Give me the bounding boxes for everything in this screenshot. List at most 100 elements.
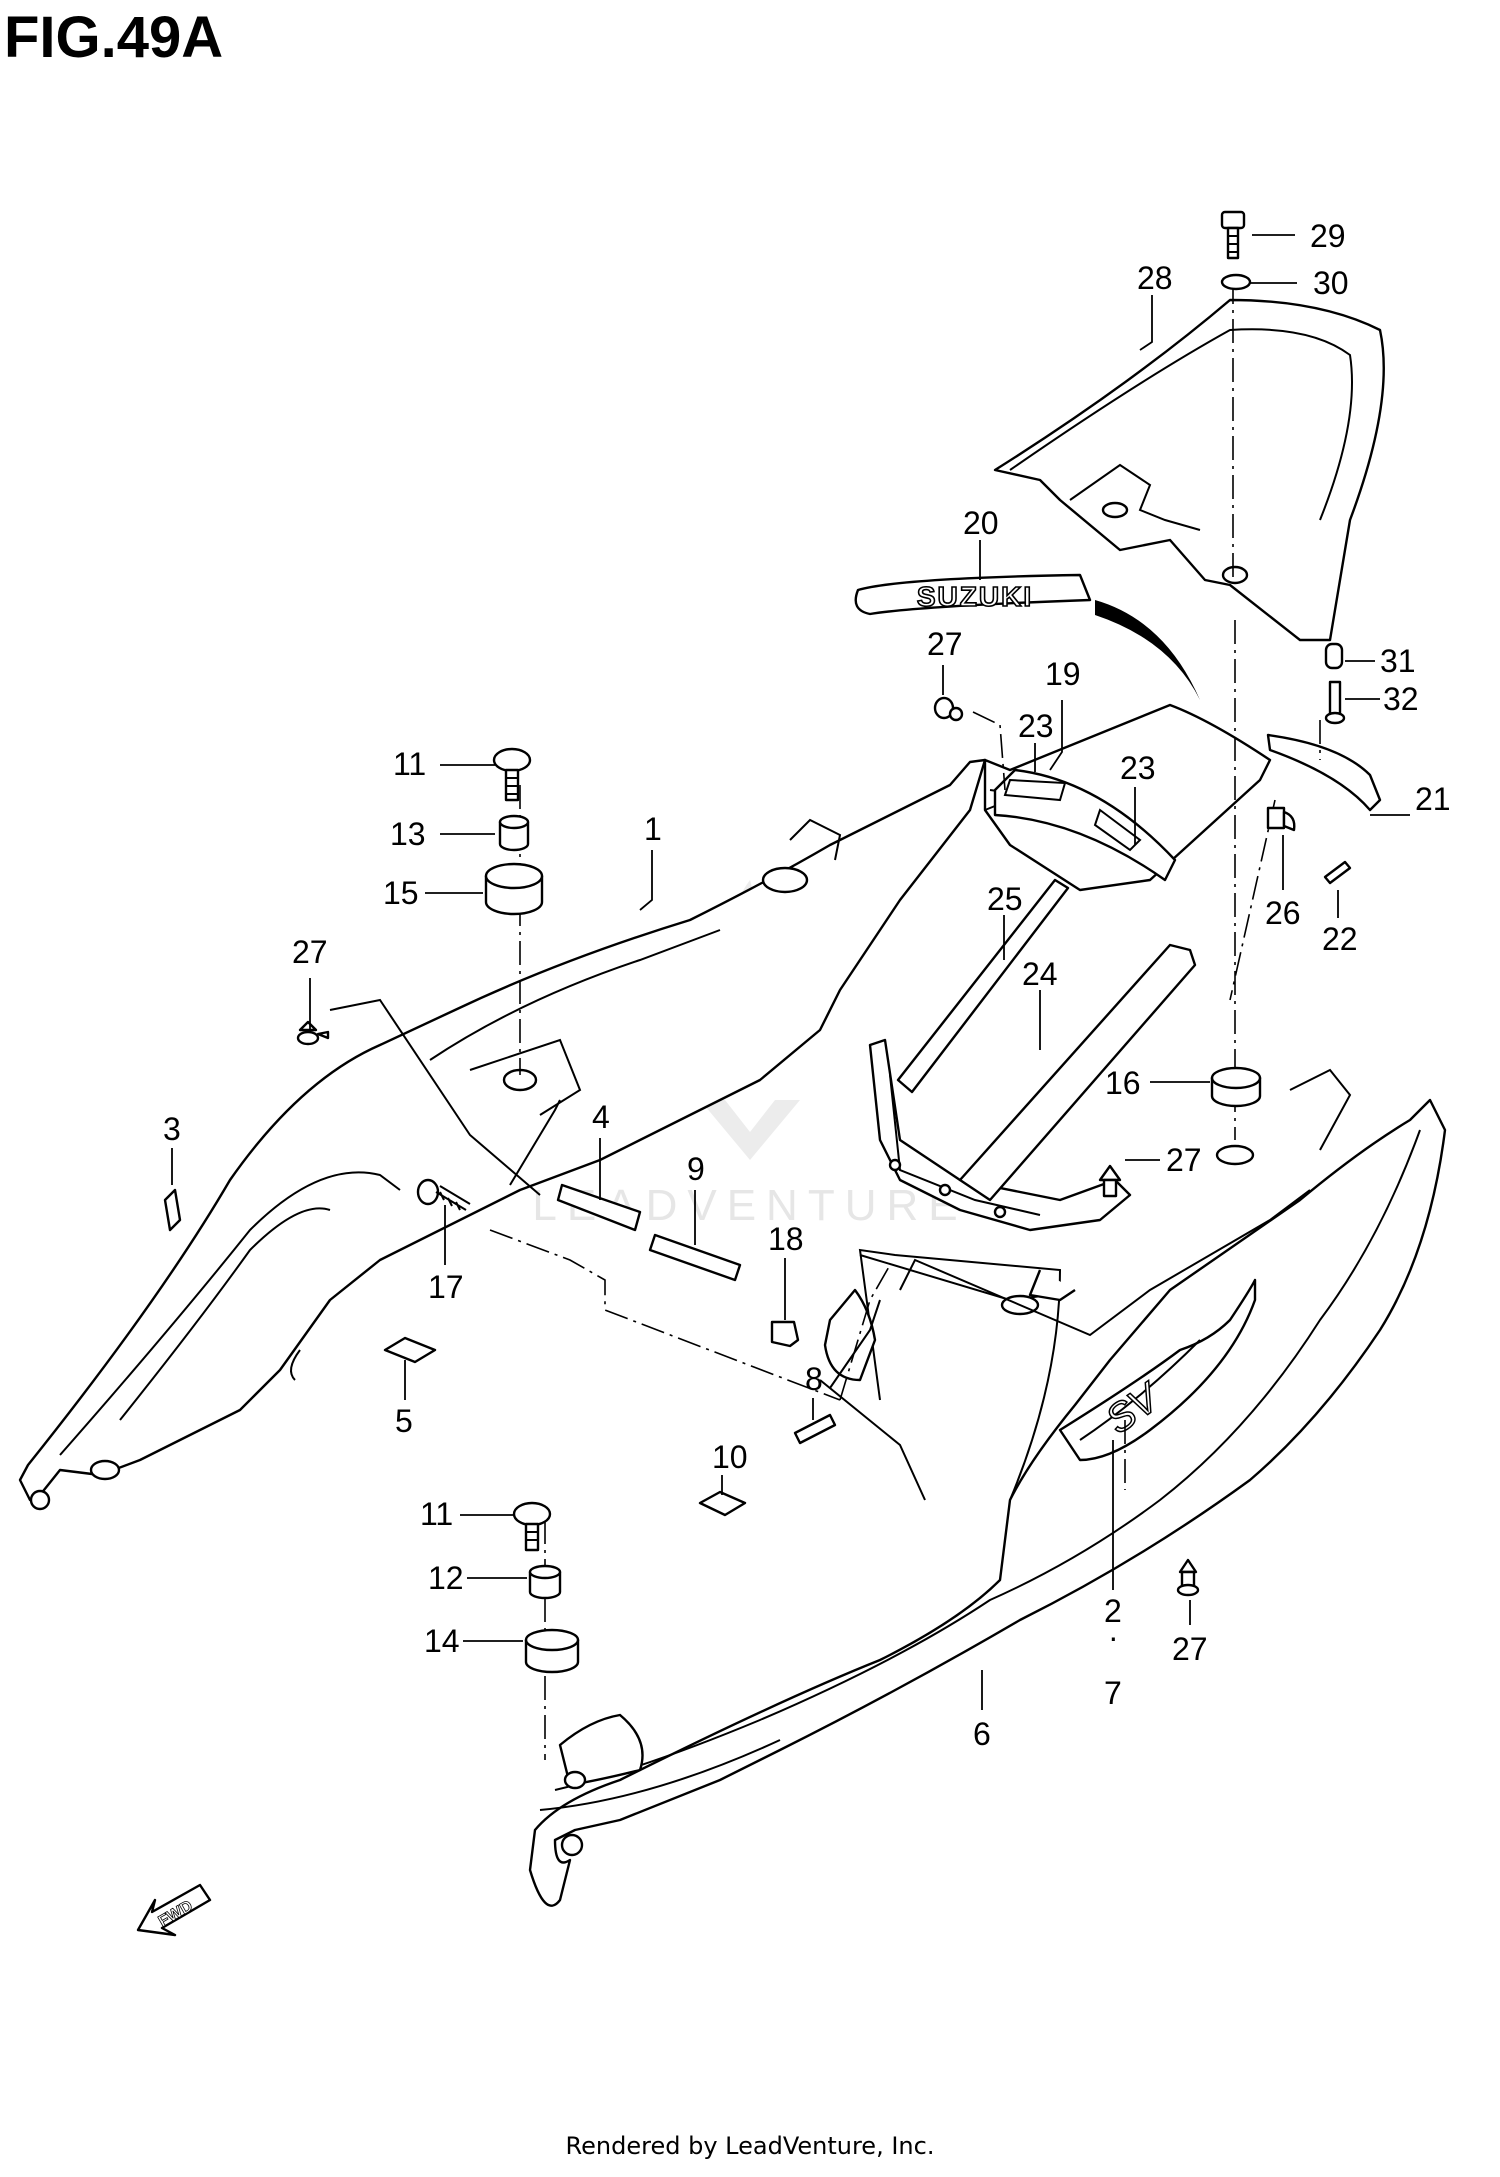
callout-1: 1 <box>644 811 662 847</box>
callout-32: 32 <box>1383 681 1419 717</box>
frame-hole-3 <box>993 1205 1007 1219</box>
right-cover-inner-panel <box>858 1248 1062 1501</box>
grommet-14-icon <box>524 1628 580 1674</box>
callout-27-bottom: 27 <box>1172 1631 1208 1667</box>
callout-4: 4 <box>592 1099 610 1135</box>
leader-1 <box>639 850 653 911</box>
align-line-27 <box>972 711 1006 791</box>
right-side-cover: SV <box>528 1068 1447 1907</box>
right-cover-tab <box>1028 1269 1076 1302</box>
collar-13-icon <box>498 814 530 852</box>
grommet-15-icon <box>484 862 544 916</box>
callout-26: 26 <box>1265 895 1301 931</box>
rear-tail-body <box>983 703 1272 892</box>
grab-handle-hole-2 <box>1101 501 1129 519</box>
screw-17-icon <box>416 1178 471 1211</box>
clip-27-right-icon <box>1098 1164 1122 1198</box>
grab-handle-rib <box>1069 463 1201 531</box>
right-cover-edge-1 <box>554 1129 1421 1791</box>
callout-23b: 23 <box>1120 750 1156 786</box>
right-cover-grip <box>823 1288 877 1382</box>
right-cover-body <box>528 1098 1447 1907</box>
callout-11a: 11 <box>393 746 426 782</box>
callout-5: 5 <box>395 1403 413 1439</box>
clip-27-left-icon <box>296 1020 330 1046</box>
callout-16: 16 <box>1105 1065 1141 1101</box>
leader-19 <box>1049 700 1063 771</box>
callout-31: 31 <box>1380 643 1416 679</box>
collar-31-icon <box>1324 642 1344 670</box>
callout-3: 3 <box>163 1111 181 1147</box>
grommet-16-icon <box>1210 1066 1262 1108</box>
leader-lines <box>171 234 1410 1710</box>
callout-17: 17 <box>428 1269 464 1305</box>
pad-22-icon <box>1323 860 1352 885</box>
left-side-cover <box>18 758 987 1511</box>
center-frame-lower <box>868 1038 1132 1232</box>
callout-18: 18 <box>768 1221 804 1257</box>
left-cover-edge <box>59 1171 401 1456</box>
callout-30: 30 <box>1313 265 1349 301</box>
fwd-arrow-icon: FWD <box>136 1883 212 1937</box>
left-cover-bracket <box>469 1038 582 1116</box>
watermark-v-icon <box>700 1100 800 1160</box>
callout-2-dot: · <box>1108 1619 1119 1655</box>
frame-hole-1 <box>888 1158 902 1172</box>
left-cover-rear-hole <box>761 866 809 894</box>
right-cover-edge-2 <box>539 1739 781 1811</box>
callout-6: 6 <box>973 1716 991 1752</box>
pad-4-icon <box>556 1183 642 1232</box>
bracket-17-link <box>509 1099 561 1186</box>
align-line-26 <box>1229 799 1276 1001</box>
callout-7: 7 <box>1104 1675 1122 1711</box>
align-line-front-2 <box>839 1264 891 1401</box>
collar-12-icon <box>528 1564 562 1600</box>
callout-15: 15 <box>383 875 419 911</box>
left-cover-tab <box>789 818 842 861</box>
callout-28: 28 <box>1137 260 1173 296</box>
center-frame <box>868 943 1197 1232</box>
pad-10-icon <box>698 1490 747 1517</box>
sv-decal-line <box>1079 1339 1201 1441</box>
nut-clip-26-icon <box>1266 806 1296 832</box>
pad-8-icon <box>793 1413 837 1445</box>
strip-21 <box>1266 733 1382 812</box>
screw-32-icon <box>1324 680 1346 725</box>
callouts: 29 30 28 20 27 19 23 23 31 32 21 26 22 2… <box>163 218 1451 1752</box>
callout-12: 12 <box>428 1560 464 1596</box>
callout-19: 19 <box>1045 656 1081 692</box>
callout-13: 13 <box>390 816 426 852</box>
emblem-plate <box>854 573 1092 616</box>
inner-panel-pad-a <box>1003 778 1067 802</box>
pad-9-icon <box>648 1233 742 1282</box>
clip-27-bottom-icon <box>1176 1558 1200 1597</box>
callout-20: 20 <box>963 505 999 541</box>
grab-handle <box>993 298 1385 642</box>
screw-11-top-icon <box>492 747 532 802</box>
callout-29: 29 <box>1310 218 1346 254</box>
suzuki-emblem: SUZUKI <box>854 573 1092 616</box>
left-cover-front-hole-2 <box>29 1489 51 1511</box>
bolt-29-icon <box>1220 210 1246 260</box>
align-line-front <box>489 1229 841 1401</box>
footer-credit: Rendered by LeadVenture, Inc. <box>565 2132 935 2160</box>
screw-11-bottom-icon <box>512 1501 552 1552</box>
right-cover-mount <box>558 1713 644 1787</box>
callout-10: 10 <box>712 1439 748 1475</box>
callout-22: 22 <box>1322 921 1358 957</box>
left-cover-top-edge <box>429 929 721 1061</box>
bracket-link-2 <box>829 1299 881 1389</box>
washer-30-icon <box>1220 273 1252 291</box>
bracket-27-link <box>329 998 541 1196</box>
figure-title: FIG.49A <box>4 5 224 70</box>
pads <box>163 860 1352 1517</box>
callout-27-right: 27 <box>1166 1142 1202 1178</box>
center-frame-inner <box>889 1074 1041 1216</box>
center-frame-rail <box>958 943 1197 1202</box>
pad-3-icon <box>163 1188 182 1232</box>
fasteners <box>296 210 1346 1674</box>
callout-11b: 11 <box>420 1496 453 1532</box>
callout-2: 2 <box>1104 1593 1122 1629</box>
sv-decal-body <box>1058 1278 1257 1462</box>
inner-panel <box>993 768 1177 882</box>
